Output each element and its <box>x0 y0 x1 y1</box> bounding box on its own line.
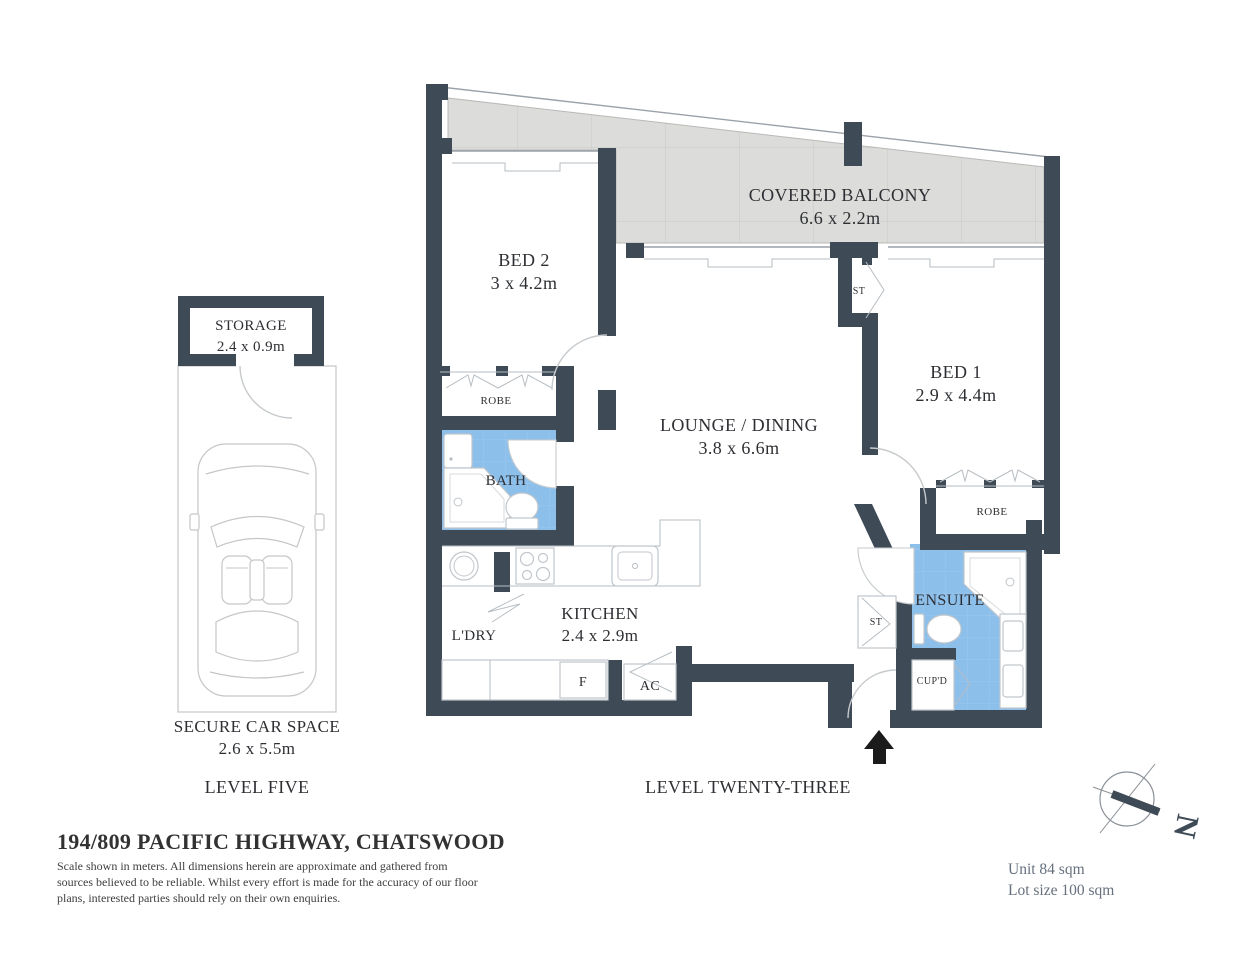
walls <box>426 84 1060 728</box>
north-label: N <box>1167 811 1207 841</box>
car-space-label: SECURE CAR SPACE <box>174 717 340 736</box>
ensuite-fixtures <box>857 547 1027 711</box>
cupboard-label: CUP'D <box>917 676 947 687</box>
balcony-label: COVERED BALCONY <box>749 185 932 205</box>
windows <box>452 150 1044 268</box>
lounge-dims: 3.8 x 6.6m <box>698 438 779 458</box>
ensuite-door-swing <box>857 547 915 605</box>
ac-louver-door <box>628 651 673 693</box>
level-twenty-three-label: LEVEL TWENTY-THREE <box>645 777 851 797</box>
bath-label: BATH <box>486 473 527 489</box>
car-space-dims: 2.6 x 5.5m <box>219 739 296 758</box>
bath-vanity <box>443 433 473 469</box>
disclaimer-line-2: sources believed to be reliable. Whilst … <box>57 875 478 889</box>
bed2-door-swing <box>551 334 608 391</box>
cupboard-box <box>911 659 955 711</box>
footer: 194/809 PACIFIC HIGHWAY, CHATSWOOD Scale… <box>57 829 1114 905</box>
storage-label: STORAGE <box>215 318 287 334</box>
aircon-label: AC <box>640 679 660 694</box>
balcony-dims: 6.6 x 2.2m <box>799 208 880 228</box>
disclaimer-line-1: Scale shown in meters. All dimensions he… <box>57 859 448 873</box>
entry-arrow-icon <box>864 730 894 764</box>
store-hall-label: ST <box>853 286 865 297</box>
entry-door-swing <box>847 669 897 719</box>
robe1-hanging-rail <box>939 469 1041 483</box>
bath-door-swing <box>507 439 557 489</box>
cupboard-door <box>953 663 971 707</box>
robe-bed2-label: ROBE <box>481 395 512 407</box>
ensuite-store-door <box>861 597 891 647</box>
disclaimer-line-3: plans, interested parties should rely on… <box>57 891 340 905</box>
laundry-label: L'DRY <box>452 628 497 644</box>
lounge-label: LOUNGE / DINING <box>660 415 818 435</box>
unit-area-text: Unit 84 sqm <box>1008 861 1085 878</box>
store-ensuite-label: ST <box>870 617 882 628</box>
level-five-label: LEVEL FIVE <box>205 777 310 797</box>
robe2-hanging-rail <box>445 374 553 389</box>
storage-dims: 2.4 x 0.9m <box>217 339 285 355</box>
room-labels: COVERED BALCONY 6.6 x 2.2m BED 2 3 x 4.2… <box>174 185 1008 797</box>
kitchen-sink <box>611 545 659 587</box>
robe-bed1-label: ROBE <box>977 506 1008 518</box>
bed1-door-swing <box>869 447 927 505</box>
storage-door-swing <box>239 365 293 419</box>
kitchen-dims: 2.4 x 2.9m <box>562 626 639 645</box>
ensuite-toilet <box>926 614 962 644</box>
fridge-space <box>559 661 607 699</box>
compass-icon: N <box>1092 763 1207 841</box>
address-title: 194/809 PACIFIC HIGHWAY, CHATSWOOD <box>57 829 505 854</box>
ensuite-toilet-tank <box>913 613 925 645</box>
ensuite-label: ENSUITE <box>915 592 984 609</box>
balcony-edge-line <box>431 85 1059 159</box>
robe-fittings <box>440 261 1044 487</box>
bath-toilet <box>505 492 539 522</box>
bed1-dims: 2.9 x 4.4m <box>915 385 996 405</box>
lot-size-text: Lot size 100 sqm <box>1008 882 1114 899</box>
fridge-label: F <box>579 675 587 690</box>
bed2-label: BED 2 <box>498 250 550 270</box>
bath-fixtures <box>443 433 557 530</box>
ensuite-store-closet <box>857 595 897 649</box>
bed1-label: BED 1 <box>930 362 982 382</box>
laundry-bifold-door <box>487 593 525 623</box>
door-swings <box>551 334 927 719</box>
car-top-view-icon <box>189 443 325 697</box>
car-space-area <box>177 296 337 713</box>
covered-balcony-area <box>431 85 1059 244</box>
kitchen-label: KITCHEN <box>561 604 638 623</box>
kitchen-fixtures <box>441 519 701 701</box>
hall-store-folding-door <box>865 261 885 319</box>
bed2-dims: 3 x 4.2m <box>491 273 558 293</box>
